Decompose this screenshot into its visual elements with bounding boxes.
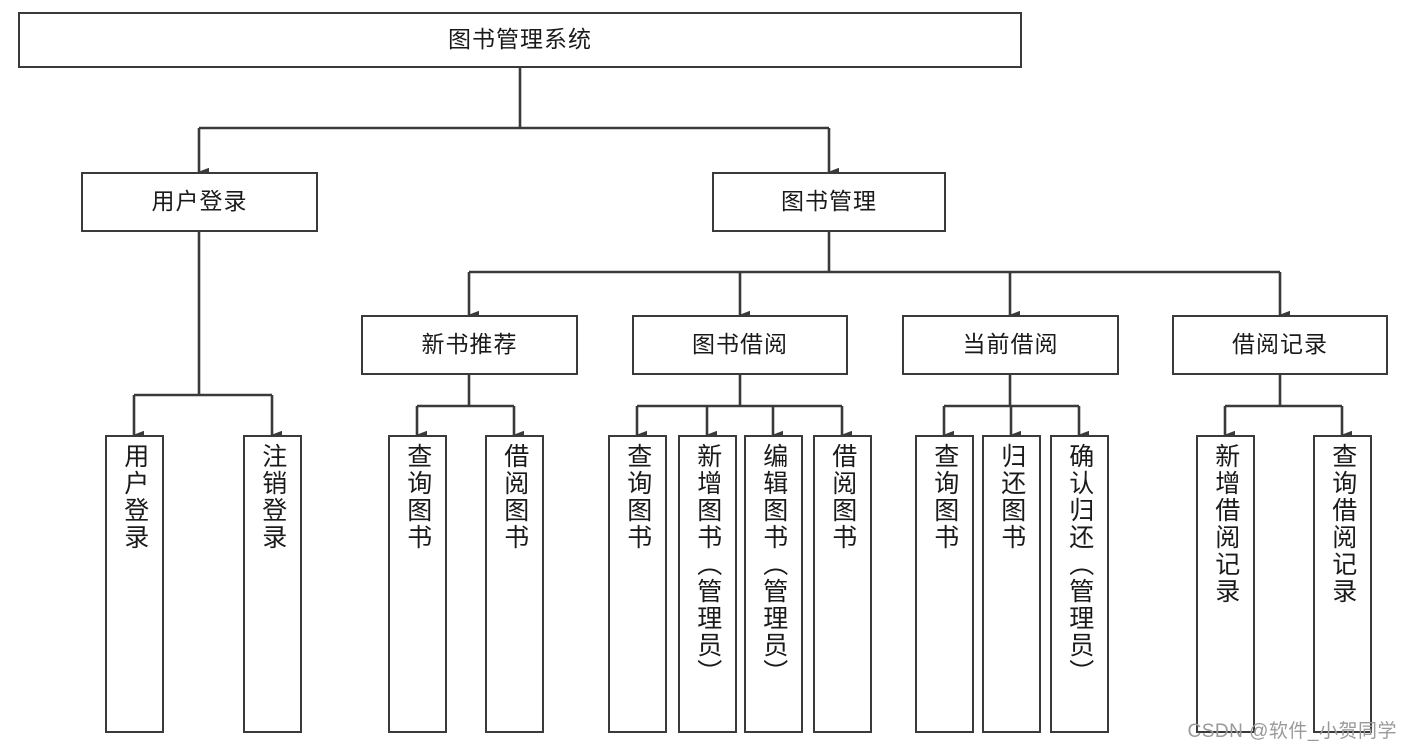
- node-leaf-logout[interactable]: 注销登录: [243, 435, 302, 733]
- node-new-book-rec[interactable]: 新书推荐: [361, 315, 578, 375]
- node-label-book-borrow: 图书借阅: [692, 331, 788, 358]
- node-label-borrow-record: 借阅记录: [1232, 331, 1328, 358]
- node-label-leaf-user-login: 用户登录: [120, 443, 149, 551]
- node-label-leaf-borrow-book-2: 借阅图书: [828, 443, 857, 551]
- node-label-leaf-borrow-book-1: 借阅图书: [500, 443, 529, 551]
- node-label-leaf-query-book-2: 查询图书: [623, 443, 652, 551]
- node-label-leaf-return-book: 归还图书: [997, 443, 1026, 551]
- node-label-leaf-confirm-return: 确认归还（管理员）: [1065, 443, 1094, 686]
- node-leaf-user-login[interactable]: 用户登录: [105, 435, 164, 733]
- node-label-leaf-query-record: 查询借阅记录: [1328, 443, 1357, 605]
- node-leaf-query-book-2[interactable]: 查询图书: [608, 435, 667, 733]
- node-leaf-add-record[interactable]: 新增借阅记录: [1196, 435, 1255, 733]
- node-leaf-confirm-return[interactable]: 确认归还（管理员）: [1050, 435, 1109, 733]
- node-label-root: 图书管理系统: [448, 26, 592, 53]
- csdn-watermark: CSDN @软件_小贺同学: [1187, 721, 1397, 742]
- node-label-leaf-query-book-3: 查询图书: [930, 443, 959, 551]
- node-book-manage[interactable]: 图书管理: [712, 172, 946, 232]
- node-borrow-record[interactable]: 借阅记录: [1172, 315, 1388, 375]
- node-leaf-borrow-book-2[interactable]: 借阅图书: [813, 435, 872, 733]
- node-user-login[interactable]: 用户登录: [81, 172, 318, 232]
- node-label-current-borrow: 当前借阅: [962, 331, 1059, 358]
- node-label-leaf-edit-book: 编辑图书（管理员）: [759, 443, 788, 686]
- node-label-book-manage: 图书管理: [781, 188, 877, 215]
- node-leaf-edit-book[interactable]: 编辑图书（管理员）: [744, 435, 803, 733]
- node-label-leaf-add-record: 新增借阅记录: [1211, 443, 1240, 605]
- node-leaf-return-book[interactable]: 归还图书: [982, 435, 1041, 733]
- node-root[interactable]: 图书管理系统: [18, 12, 1022, 68]
- node-label-leaf-logout: 注销登录: [258, 443, 287, 551]
- node-current-borrow[interactable]: 当前借阅: [902, 315, 1119, 375]
- node-leaf-query-book-1[interactable]: 查询图书: [388, 435, 447, 733]
- node-leaf-borrow-book-1[interactable]: 借阅图书: [485, 435, 544, 733]
- node-label-user-login: 用户登录: [151, 188, 248, 215]
- node-leaf-query-record[interactable]: 查询借阅记录: [1313, 435, 1372, 733]
- node-book-borrow[interactable]: 图书借阅: [632, 315, 848, 375]
- node-leaf-add-book[interactable]: 新增图书（管理员）: [678, 435, 737, 733]
- node-label-leaf-query-book-1: 查询图书: [403, 443, 432, 551]
- node-label-new-book-rec: 新书推荐: [421, 331, 518, 358]
- node-leaf-query-book-3[interactable]: 查询图书: [915, 435, 974, 733]
- node-label-leaf-add-book: 新增图书（管理员）: [693, 443, 722, 686]
